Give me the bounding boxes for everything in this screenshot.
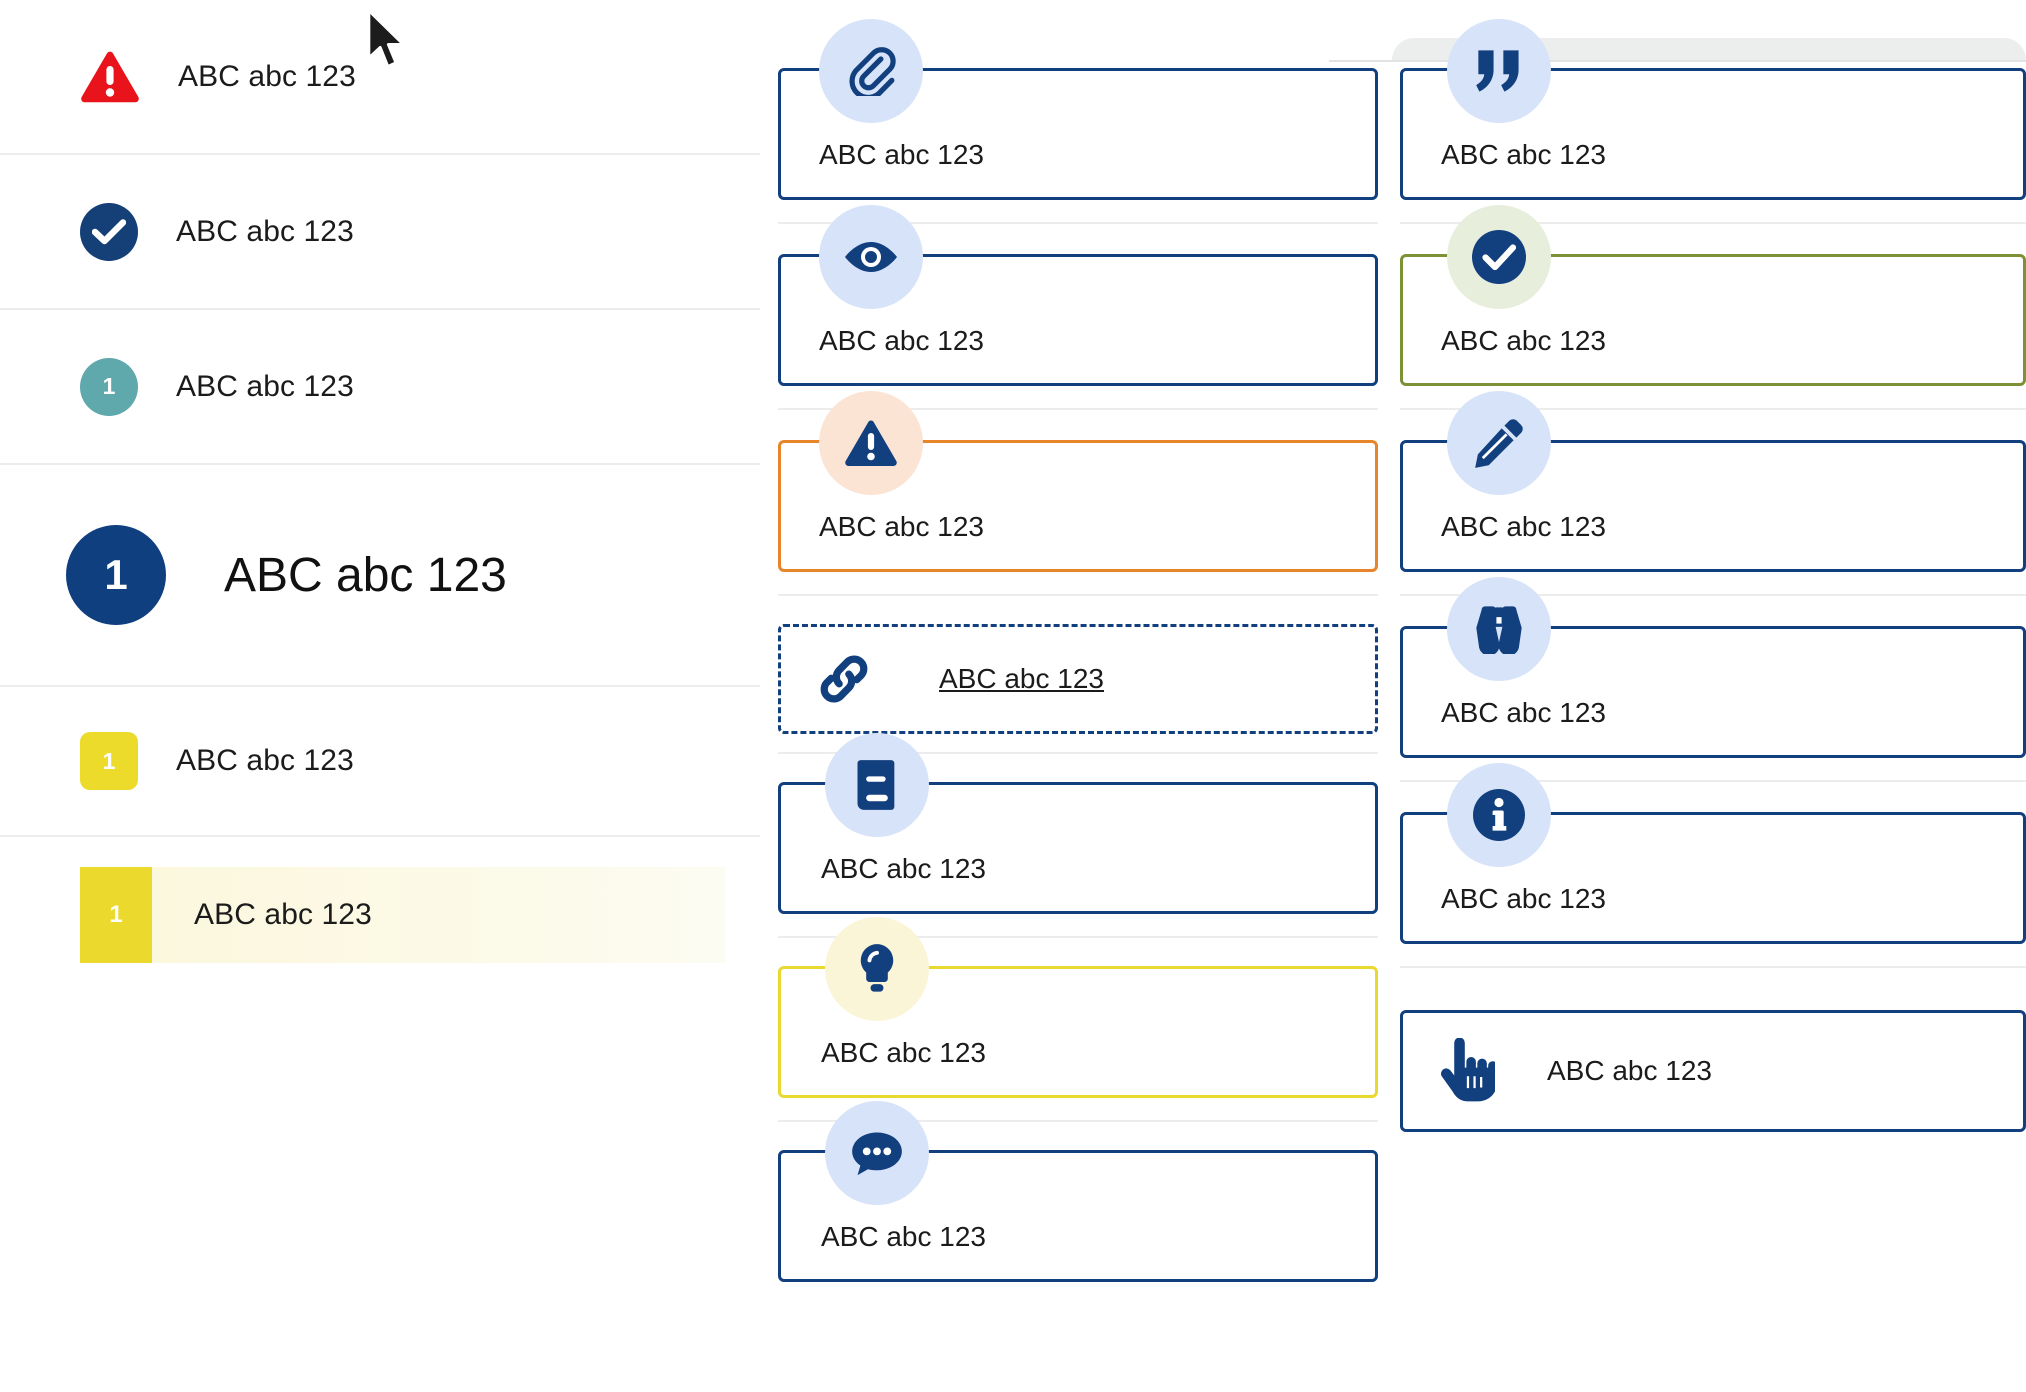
link-icon — [815, 650, 873, 708]
card-lightbulb[interactable]: ABC abc 123 — [778, 917, 1378, 1098]
card-label: ABC abc 123 — [1441, 697, 1606, 728]
card-row: ABC abc 123 — [1400, 968, 2026, 1154]
sidebar-item-highlighted[interactable]: 1 ABC abc 123 — [0, 837, 760, 992]
sidebar-item-numbered-large[interactable]: 1 ABC abc 123 — [0, 465, 760, 687]
book-icon — [825, 733, 929, 837]
sidebar-item-label: ABC abc 123 — [194, 897, 372, 931]
card-observe[interactable]: ABC abc 123 — [1400, 577, 2026, 758]
card-info[interactable]: ABC abc 123 — [1400, 763, 2026, 944]
number-square-icon: 1 — [80, 732, 138, 790]
info-icon — [1447, 763, 1551, 867]
card-book[interactable]: ABC abc 123 — [778, 733, 1378, 914]
sidebar-item-label-large: ABC abc 123 — [224, 548, 507, 602]
pointing-hand-icon — [1433, 1038, 1495, 1104]
card-label: ABC abc 123 — [819, 511, 984, 542]
card-row: ABC abc 123 — [778, 917, 1378, 1122]
number-square-icon: 1 — [80, 866, 152, 963]
warning-triangle-icon — [819, 391, 923, 495]
card-row: ABC abc 123 — [778, 1101, 1378, 1304]
card-label: ABC abc 123 — [819, 325, 984, 356]
card-row: ABC abc 123 — [1400, 577, 2026, 782]
middle-column: ABC abc 123 ABC abc 123 — [778, 0, 1378, 1392]
sidebar-item-label: ABC abc 123 — [178, 59, 356, 93]
card-label: ABC abc 123 — [1547, 1055, 1712, 1086]
card-label: ABC abc 123 — [1441, 139, 1606, 170]
decorative-tab-shape — [1392, 38, 2026, 60]
warning-triangle-icon — [80, 50, 140, 104]
number-circle-large-icon: 1 — [66, 525, 166, 625]
sidebar-item-numbered-yellow[interactable]: 1 ABC abc 123 — [0, 687, 760, 837]
card-label: ABC abc 123 — [821, 1037, 986, 1068]
card-label: ABC abc 123 — [1441, 883, 1606, 914]
quote-icon — [1447, 19, 1551, 123]
card-success[interactable]: ABC abc 123 — [1400, 205, 2026, 386]
card-row: ABC abc 123 — [778, 0, 1378, 224]
card-label: ABC abc 123 — [821, 1221, 986, 1252]
binoculars-icon — [1447, 577, 1551, 681]
card-label: ABC abc 123 — [1441, 511, 1606, 542]
card-link-label[interactable]: ABC abc 123 — [939, 663, 1104, 694]
card-warning[interactable]: ABC abc 123 — [778, 391, 1378, 572]
card-action[interactable]: ABC abc 123 — [1400, 1010, 2026, 1132]
card-comment[interactable]: ABC abc 123 — [778, 1101, 1378, 1282]
decorative-tab-underline — [1329, 60, 2026, 62]
sidebar-item-label: ABC abc 123 — [176, 214, 354, 248]
card-row: ABC abc 123 — [778, 733, 1378, 938]
card-edit[interactable]: ABC abc 123 — [1400, 391, 2026, 572]
sidebar-item-label: ABC abc 123 — [176, 369, 354, 403]
card-row: ABC abc 123 — [778, 205, 1378, 410]
highlight-background — [80, 867, 725, 963]
lightbulb-icon — [825, 917, 929, 1021]
card-paperclip[interactable]: ABC abc 123 — [778, 19, 1378, 200]
card-row: ABC abc 123 — [1400, 205, 2026, 410]
card-quote[interactable]: ABC abc 123 — [1400, 19, 2026, 200]
sidebar-item-check[interactable]: ABC abc 123 — [0, 155, 760, 310]
card-row: ABC abc 123 — [1400, 391, 2026, 596]
card-eye[interactable]: ABC abc 123 — [778, 205, 1378, 386]
card-label: ABC abc 123 — [1441, 325, 1606, 356]
eye-icon — [819, 205, 923, 309]
card-row: ABC abc 123 — [778, 391, 1378, 596]
pencil-icon — [1447, 391, 1551, 495]
card-row: ABC abc 123 — [1400, 0, 2026, 224]
card-link[interactable]: ABC abc 123 — [778, 624, 1378, 734]
card-row: ABC abc 123 — [778, 596, 1378, 754]
card-label: ABC abc 123 — [821, 853, 986, 884]
right-column: ABC abc 123 ABC abc 123 — [1400, 0, 2026, 1392]
card-row: ABC abc 123 — [1400, 763, 2026, 968]
check-circle-icon — [1447, 205, 1551, 309]
sidebar-item-warning[interactable]: ABC abc 123 — [0, 0, 760, 155]
sidebar: ABC abc 123 ABC abc 123 1 ABC abc 123 1 … — [0, 0, 760, 1392]
number-circle-icon: 1 — [80, 357, 138, 416]
check-circle-icon — [80, 202, 138, 261]
speech-bubble-icon — [825, 1101, 929, 1205]
mouse-pointer-icon — [364, 8, 410, 72]
paperclip-icon — [819, 19, 923, 123]
card-label: ABC abc 123 — [819, 139, 984, 170]
sidebar-item-label: ABC abc 123 — [176, 744, 354, 777]
sidebar-item-numbered-teal[interactable]: 1 ABC abc 123 — [0, 310, 760, 465]
